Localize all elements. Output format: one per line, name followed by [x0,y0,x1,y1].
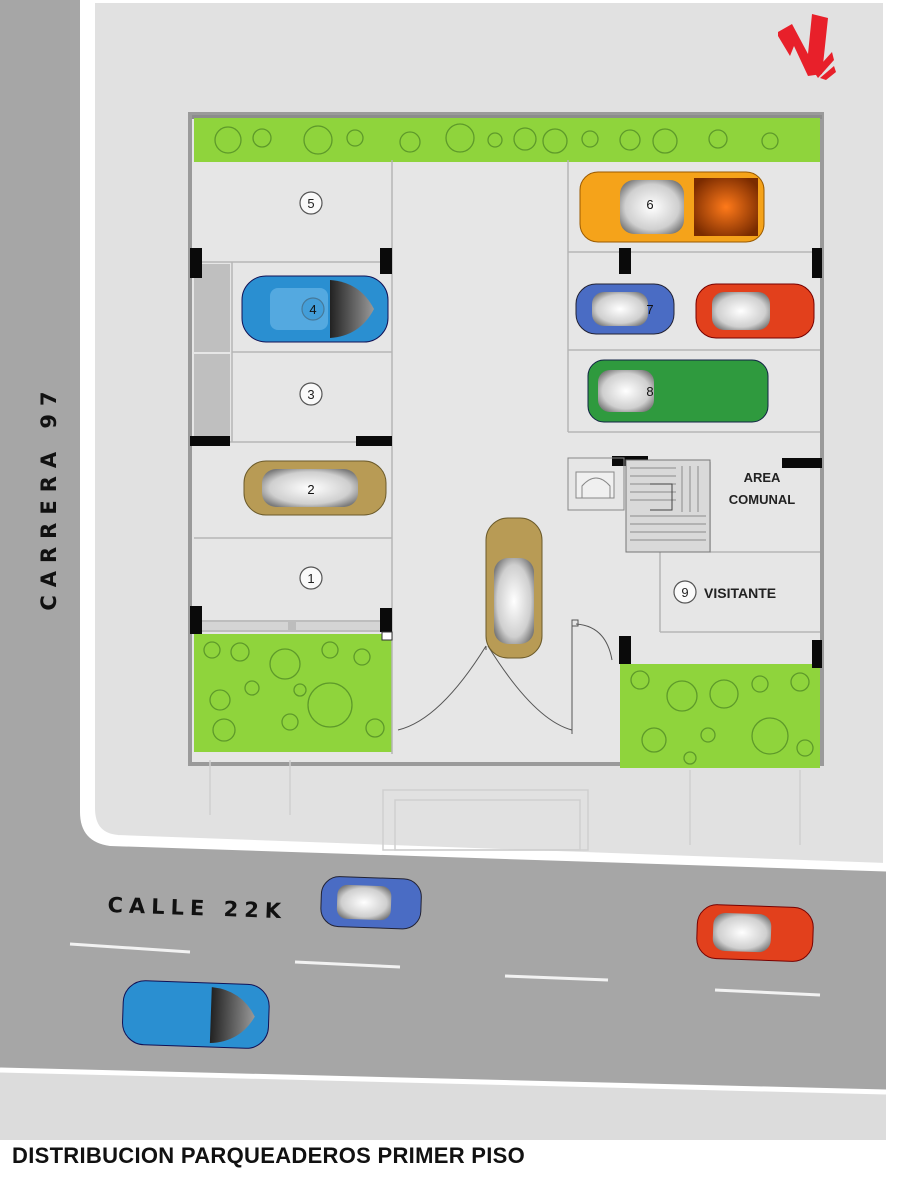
north-arrow-icon [778,14,836,80]
spot-7-on-car: 7 [646,302,653,317]
car-icon [696,904,814,962]
street-label-carrera: CARRERA 97 [37,383,61,611]
car-icon [241,275,389,343]
area-comunal-line-1: AREA [743,470,781,485]
car-icon [695,283,815,339]
spot-2-on-car: 2 [307,482,314,497]
visitante-label: VISITANTE [704,585,777,601]
spot-9: 9 [681,585,688,600]
car-icon [579,171,765,243]
spot-4-on-car: 4 [309,302,316,317]
garden-right [620,664,820,768]
road-carrera [0,0,900,1140]
spot-8-on-car: 8 [646,384,653,399]
area-comunal-label: AREA COMUNAL [712,467,812,511]
stairs-icon [567,457,711,553]
car-icon [485,517,543,659]
storage-bay [194,264,230,352]
car-icon [587,359,769,423]
garden-left [194,634,392,752]
car-icon [575,283,675,335]
entrance-apron [209,760,801,851]
lane-markings [69,942,821,997]
spot-3: 3 [307,387,314,402]
car-icon [320,876,422,930]
area-comunal-line-2: COMUNAL [728,492,796,507]
spot-1: 1 [307,571,314,586]
car-icon [122,980,270,1049]
spot-5: 5 [307,196,314,211]
storage-bay [194,354,230,440]
garden-top [194,118,820,162]
page-title: DISTRIBUCION PARQUEADEROS PRIMER PISO [12,1143,526,1168]
parking-floor-plan: 1 2 3 4 5 6 7 8 9 4 2 6 7 [0,0,900,1140]
door-swing-icon [397,619,613,734]
spot-6-on-car: 6 [646,197,653,212]
right-parking-stalls [567,160,820,633]
car-icon [243,460,387,516]
